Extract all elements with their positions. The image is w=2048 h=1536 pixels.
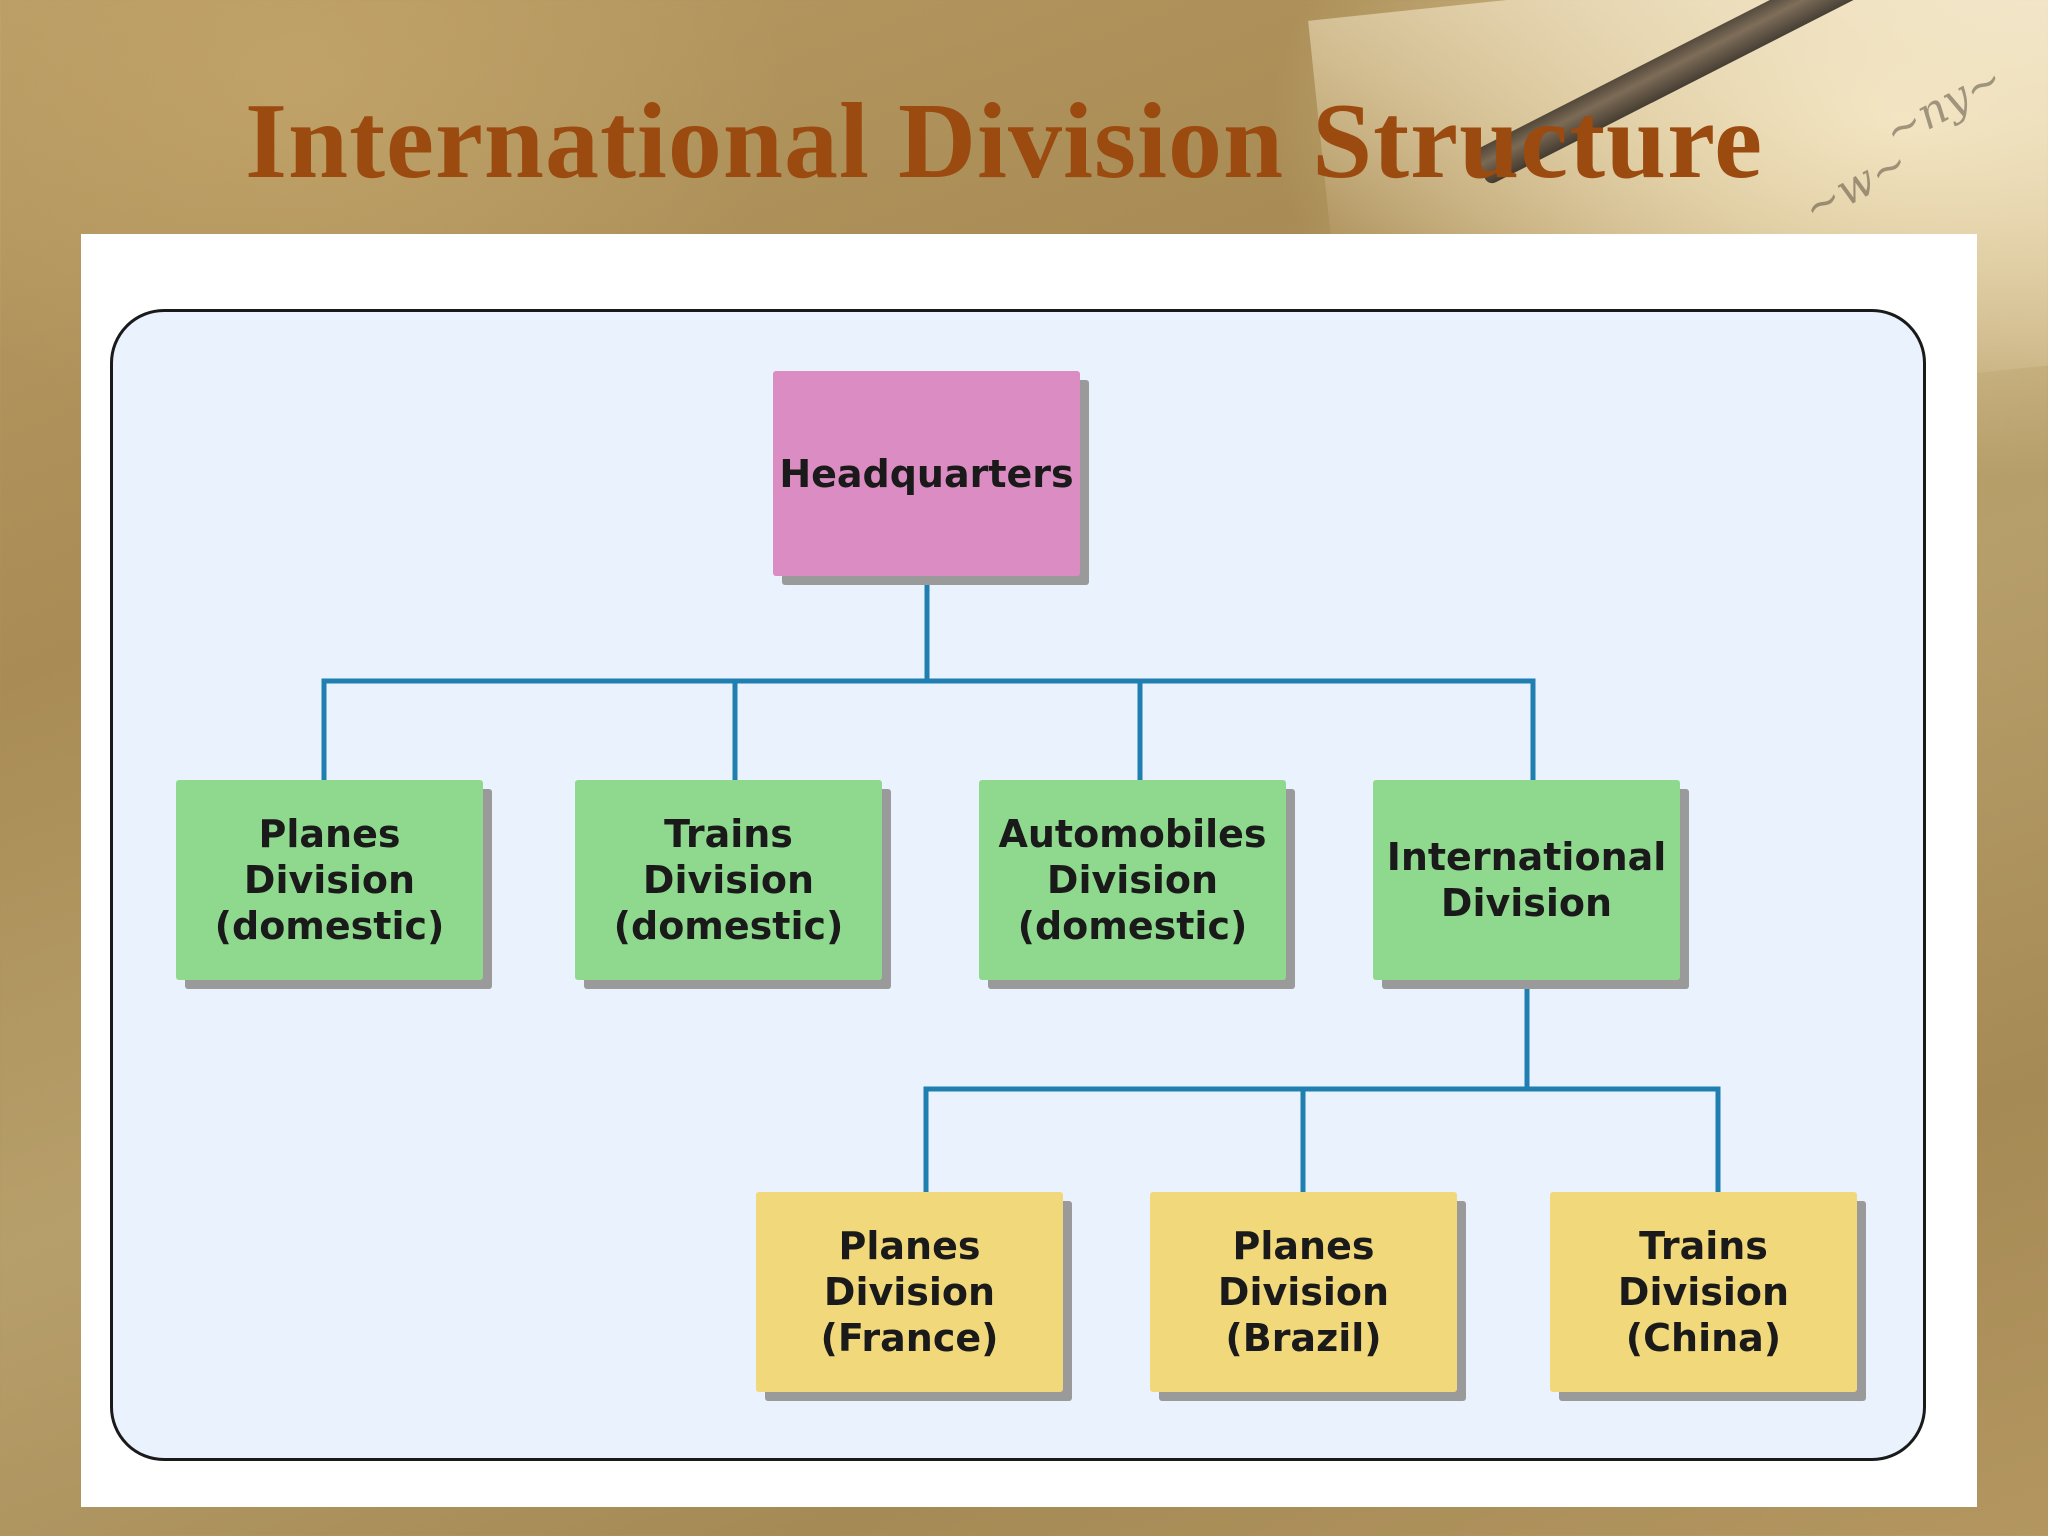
connector-lines: [321, 579, 1721, 1195]
node-international-division-label: International Division: [1386, 835, 1667, 925]
node-international-division: International Division: [1373, 780, 1680, 980]
node-trains-china: Trains Division (China): [1550, 1192, 1857, 1392]
node-trains-china-label: Trains Division (China): [1617, 1224, 1790, 1360]
node-automobiles-domestic-label: Automobiles Division (domestic): [998, 812, 1267, 948]
node-planes-domestic-label: Planes Division (domestic): [214, 812, 445, 948]
node-planes-brazil: Planes Division (Brazil): [1150, 1192, 1457, 1392]
node-automobiles-domestic: Automobiles Division (domestic): [979, 780, 1286, 980]
slide-title: International Division Structure: [244, 82, 1764, 201]
node-planes-brazil-label: Planes Division (Brazil): [1217, 1224, 1390, 1360]
node-planes-france: Planes Division (France): [756, 1192, 1063, 1392]
node-headquarters-label: Headquarters: [779, 451, 1074, 496]
node-trains-domestic: Trains Division (domestic): [575, 780, 882, 980]
diagram-panel: Headquarters Planes Division (domestic) …: [81, 234, 1977, 1507]
node-planes-france-label: Planes Division (France): [820, 1224, 999, 1360]
node-planes-domestic: Planes Division (domestic): [176, 780, 483, 980]
node-trains-domestic-label: Trains Division (domestic): [613, 812, 844, 948]
node-headquarters: Headquarters: [773, 371, 1080, 576]
